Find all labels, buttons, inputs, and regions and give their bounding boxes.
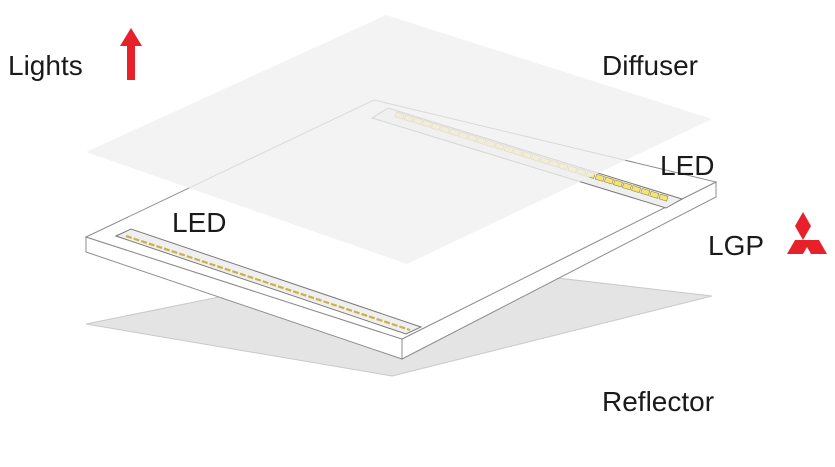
led-chip — [631, 185, 642, 194]
led-chip — [649, 190, 660, 199]
label-lights: Lights — [8, 50, 83, 81]
label-led-bottom: LED — [172, 207, 226, 238]
led-chip — [622, 182, 632, 191]
led-strip-bottom — [125, 234, 411, 332]
led-chip — [613, 179, 623, 188]
diffuser-sheet — [86, 15, 712, 264]
up-arrow-icon — [120, 28, 142, 80]
label-diffuser: Diffuser — [602, 50, 698, 81]
three-diamond-logo — [787, 212, 827, 254]
led-chip — [594, 173, 605, 182]
led-chip — [603, 176, 614, 185]
label-lgp: LGP — [708, 230, 764, 261]
led-chip — [640, 187, 651, 196]
led-chip — [658, 193, 669, 202]
label-led-top: LED — [660, 150, 714, 181]
label-reflector: Reflector — [602, 386, 714, 417]
led-slot-bottom — [114, 228, 423, 335]
